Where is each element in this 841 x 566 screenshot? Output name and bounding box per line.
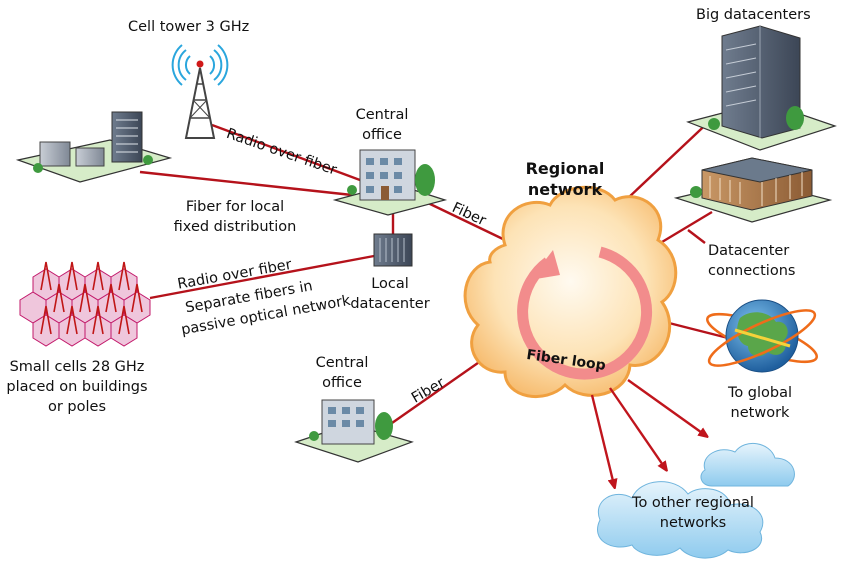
globe-icon bbox=[706, 299, 818, 373]
local-datacenter-label: Local datacenter bbox=[348, 274, 432, 314]
cell-tower-label: Cell tower 3 GHz bbox=[128, 19, 250, 35]
dc-connections-pointer bbox=[687, 229, 706, 244]
small-cells-line1: Small cells 28 GHz bbox=[9, 359, 145, 375]
fiber-office-to-cloud bbox=[427, 201, 506, 242]
urban-buildings-icon bbox=[15, 111, 173, 183]
to-global-line2: network bbox=[730, 405, 790, 421]
central-office-top-label: Central office bbox=[352, 105, 412, 145]
regional-network-line1: Regional bbox=[525, 159, 605, 178]
datacenter-icon bbox=[673, 157, 833, 223]
central-office-top-icon bbox=[332, 149, 448, 216]
central-office-top-line1: Central bbox=[355, 107, 409, 123]
arrow-to-regional-right bbox=[609, 387, 665, 468]
small-cells-line2: placed on buildings bbox=[6, 379, 148, 395]
fiber-buildings-to-office bbox=[139, 170, 353, 197]
to-other-regional-label: To other regional networks bbox=[618, 493, 768, 533]
cell-tower-icon bbox=[171, 44, 229, 139]
central-office-bottom-icon bbox=[294, 399, 414, 463]
small-cells-label: Small cells 28 GHz placed on buildings o… bbox=[2, 357, 152, 417]
to-other-regional-line2: networks bbox=[659, 515, 727, 531]
fiber-cloud-to-globe bbox=[664, 320, 729, 340]
radio-mast-icon bbox=[40, 261, 143, 335]
central-office-top-line2: office bbox=[362, 127, 402, 143]
to-other-regional-line1: To other regional bbox=[632, 495, 754, 511]
regional-network-line2: network bbox=[527, 180, 603, 199]
outbound-arrows bbox=[590, 379, 705, 485]
fiber-loop-ring bbox=[517, 246, 653, 380]
fiber-tower-to-office bbox=[211, 123, 369, 185]
big-datacenters-label: Big datacenters bbox=[696, 7, 811, 23]
server-rack-icon bbox=[373, 233, 413, 267]
central-office-bottom-label: Central office bbox=[312, 353, 372, 393]
central-office-bottom-line1: Central bbox=[315, 355, 369, 371]
small-cells-line3: or poles bbox=[47, 399, 107, 415]
to-global-label: To global network bbox=[710, 383, 810, 423]
datacenter-connections-label: Datacenter connections bbox=[708, 241, 795, 281]
regional-network-label: Regional network bbox=[515, 158, 615, 200]
to-global-line1: To global bbox=[727, 385, 793, 401]
arrow-to-global-lower bbox=[627, 379, 705, 435]
small-cells-hexgrid-icon bbox=[19, 268, 151, 347]
fiber-local-line2: fixed distribution bbox=[173, 219, 297, 235]
arrow-to-regional-left bbox=[590, 394, 614, 485]
fiber-local-line1: Fiber for local bbox=[185, 199, 285, 215]
local-datacenter-line2: datacenter bbox=[350, 296, 430, 312]
datacenter-connections-line1: Datacenter bbox=[708, 243, 790, 259]
fiber-bottom-office-to-cloud bbox=[391, 357, 486, 424]
central-office-bottom-line2: office bbox=[322, 375, 362, 391]
local-datacenter-line1: Local bbox=[371, 276, 409, 292]
other-networks-clouds-icon bbox=[597, 443, 795, 559]
datacenter-connections-line2: connections bbox=[708, 263, 796, 279]
fiber-datacenter-to-smallcells bbox=[149, 254, 375, 300]
big-datacenter-icon bbox=[686, 25, 837, 151]
regional-network-cloud-icon bbox=[463, 185, 678, 399]
fiber-local-label: Fiber for local fixed distribution bbox=[160, 197, 310, 237]
